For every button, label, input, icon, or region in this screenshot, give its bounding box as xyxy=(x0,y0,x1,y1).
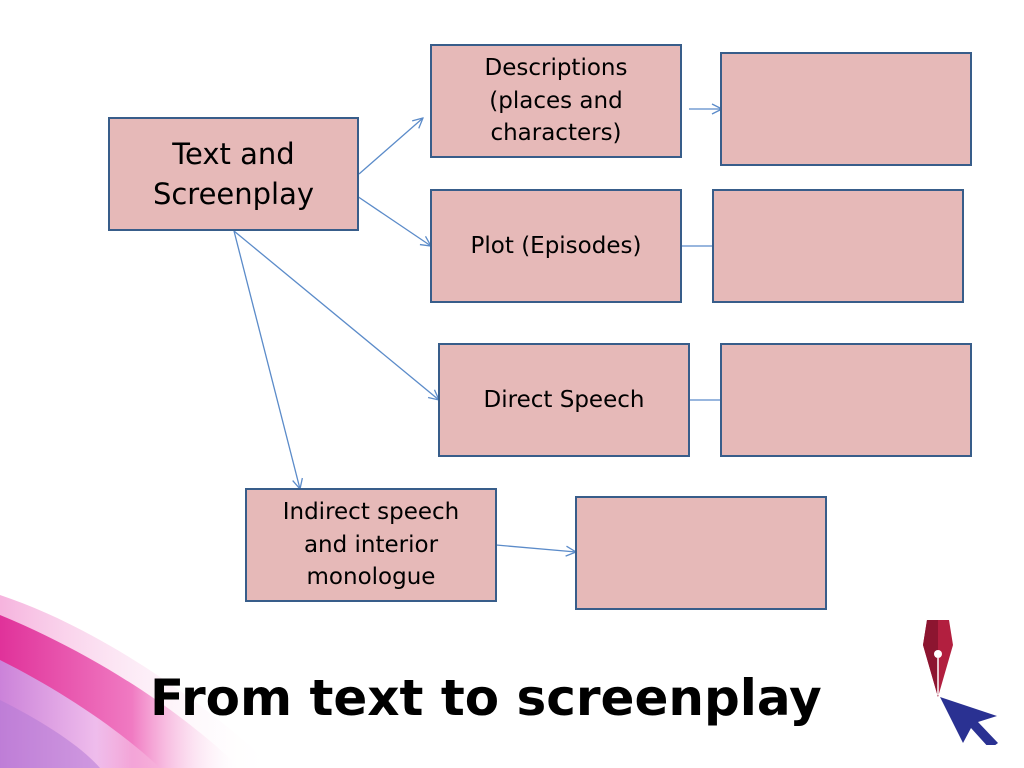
node-indirect-speech-label: Indirect speech and interior monologue xyxy=(282,499,460,591)
root-node-text-and-screenplay: Text and Screenplay xyxy=(108,117,359,231)
result-box-indirect-speech xyxy=(575,496,827,610)
slide-title: From text to screenplay xyxy=(150,669,822,727)
node-direct-speech-label: Direct Speech xyxy=(483,386,645,413)
node-descriptions: Descriptions (places and characters) xyxy=(430,44,682,158)
node-descriptions-label: Descriptions (places and characters) xyxy=(484,55,628,147)
node-plot-label: Plot (Episodes) xyxy=(470,232,642,259)
root-node-label: Text and Screenplay xyxy=(152,136,315,211)
result-box-plot xyxy=(712,189,964,303)
pen-nib-cursor-icon xyxy=(923,620,998,745)
node-indirect-speech: Indirect speech and interior monologue xyxy=(245,488,497,602)
node-plot: Plot (Episodes) xyxy=(430,189,682,303)
result-box-direct-speech xyxy=(720,343,972,457)
result-box-descriptions xyxy=(720,52,972,166)
node-direct-speech: Direct Speech xyxy=(438,343,690,457)
